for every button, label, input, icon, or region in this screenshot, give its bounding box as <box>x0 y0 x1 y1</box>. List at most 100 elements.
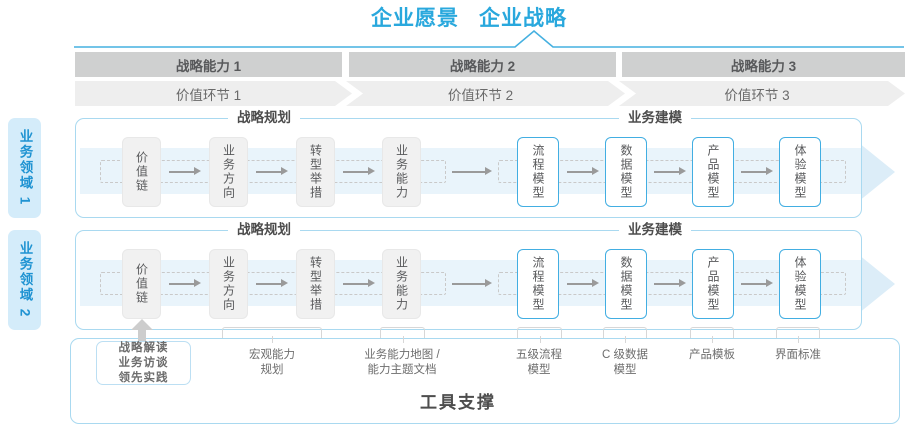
step-box-r2-2[interactable]: 业务方向 <box>209 249 248 319</box>
step-box-r1-7[interactable]: 产品模型 <box>692 137 734 207</box>
flow-arrow-r2-3 <box>343 279 375 288</box>
bracket-5 <box>690 327 734 343</box>
flow-arrow-r1-1 <box>169 167 201 176</box>
bracket-4 <box>603 327 647 343</box>
domain-tab-label-1: 业务领域 1 <box>17 129 33 207</box>
tool-support-panel <box>70 338 900 424</box>
step-label-r1-5: 流程模型 <box>531 144 545 200</box>
tool-box-strategy[interactable]: 战略解读 业务访谈 领先实践 <box>96 341 191 385</box>
bracket-1 <box>222 327 322 343</box>
bracket-2 <box>380 327 425 343</box>
step-label-r1-7: 产品模型 <box>706 144 720 200</box>
tool-box-line-3: 领先实践 <box>118 371 169 384</box>
value-link-bar-2: 价值环节 2 <box>346 81 625 106</box>
step-label-r1-8: 体验模型 <box>793 144 807 200</box>
step-box-r2-3[interactable]: 转型举措 <box>296 249 335 319</box>
domain-tab-1[interactable]: 业务领域 1 <box>8 118 41 218</box>
flow-arrow-r1-5 <box>567 167 599 176</box>
domain-tab-label-2: 业务领域 2 <box>17 241 33 319</box>
tool-label-4-line1: C 级数据 <box>602 349 648 361</box>
tool-label-5-line1: 产品模板 <box>689 349 735 361</box>
step-label-r1-3: 转型举措 <box>308 144 323 200</box>
dashed-track-1a <box>100 160 446 183</box>
step-box-r2-8[interactable]: 体验模型 <box>779 249 821 319</box>
step-box-r1-5[interactable]: 流程模型 <box>517 137 559 207</box>
tool-box-line-1: 战略解读 <box>118 341 169 354</box>
value-link-label-2: 价值环节 2 <box>447 87 514 103</box>
step-label-r2-7: 产品模型 <box>706 256 720 312</box>
tool-label-3: 五级流程 模型 <box>489 348 589 378</box>
tool-label-3-line2: 模型 <box>527 364 551 376</box>
step-label-r2-1: 价值链 <box>134 263 149 305</box>
capability-label-1: 战略能力 1 <box>175 58 242 74</box>
flow-arrow-r1-2 <box>256 167 288 176</box>
tool-label-4-line2: 模型 <box>613 364 637 376</box>
flow-arrow-r2-2 <box>256 279 288 288</box>
tool-support-title: 工具支撑 <box>420 393 496 412</box>
value-link-bar-1: 价值环节 1 <box>75 81 352 106</box>
tool-label-3-line1: 五级流程 <box>516 349 562 361</box>
step-box-r1-6[interactable]: 数据模型 <box>605 137 647 207</box>
value-link-bar-3: 价值环节 3 <box>619 81 905 106</box>
capability-bar-2: 战略能力 2 <box>349 52 616 77</box>
tool-label-2-line2: 能力主题文档 <box>367 364 437 376</box>
tool-label-2: 业务能力地图 / 能力主题文档 <box>342 348 462 378</box>
step-label-r1-6: 数据模型 <box>619 144 633 200</box>
group-label-modeling-2: 业务建模 <box>619 223 691 237</box>
bracket-6 <box>776 327 820 343</box>
step-label-r2-2: 业务方向 <box>221 256 236 312</box>
step-box-r1-8[interactable]: 体验模型 <box>779 137 821 207</box>
step-label-r1-1: 价值链 <box>134 151 149 193</box>
step-box-r2-5[interactable]: 流程模型 <box>517 249 559 319</box>
step-box-r2-4[interactable]: 业务能力 <box>382 249 421 319</box>
vision-connector-line <box>74 29 904 48</box>
tool-label-5: 产品模板 <box>662 348 762 363</box>
flow-arrow-r2-1 <box>169 279 201 288</box>
flow-arrow-r2-6 <box>654 279 686 288</box>
flow-arrow-r2-5 <box>567 279 599 288</box>
flow-arrow-r2-7 <box>741 279 773 288</box>
step-label-r2-5: 流程模型 <box>531 256 545 312</box>
step-box-r2-1[interactable]: 价值链 <box>122 249 161 319</box>
dashed-track-2b <box>498 272 846 295</box>
step-label-r2-4: 业务能力 <box>394 256 409 312</box>
capability-label-2: 战略能力 2 <box>449 58 516 74</box>
flow-arrow-r1-4 <box>452 167 492 176</box>
value-link-label-3: 价值环节 3 <box>724 87 790 103</box>
tool-label-4: C 级数据 模型 <box>575 348 675 378</box>
step-label-r2-3: 转型举措 <box>308 256 323 312</box>
capability-label-3: 战略能力 3 <box>730 58 797 74</box>
step-box-r1-4[interactable]: 业务能力 <box>382 137 421 207</box>
step-box-r1-1[interactable]: 价值链 <box>122 137 161 207</box>
dashed-track-2a <box>100 272 446 295</box>
tool-label-1-line2: 规划 <box>260 364 284 376</box>
step-box-r2-7[interactable]: 产品模型 <box>692 249 734 319</box>
domain-tab-2[interactable]: 业务领域 2 <box>8 230 41 330</box>
step-label-r1-4: 业务能力 <box>394 144 409 200</box>
step-label-r2-8: 体验模型 <box>793 256 807 312</box>
bracket-3 <box>517 327 562 343</box>
tool-label-1-line1: 宏观能力 <box>249 349 295 361</box>
tool-label-1: 宏观能力 规划 <box>212 348 332 378</box>
tool-box-line-2: 业务访谈 <box>118 356 169 369</box>
tool-label-6-line1: 界面标准 <box>775 349 821 361</box>
flow-arrow-r1-7 <box>741 167 773 176</box>
flow-arrow-r2-4 <box>452 279 492 288</box>
dashed-track-1b <box>498 160 846 183</box>
flow-arrow-r1-3 <box>343 167 375 176</box>
capability-bar-3: 战略能力 3 <box>622 52 905 77</box>
group-label-planning-1: 战略规划 <box>228 111 300 125</box>
title-enterprise-vision: 企业愿景 <box>371 7 459 30</box>
group-label-planning-2: 战略规划 <box>228 223 300 237</box>
capability-bar-1: 战略能力 1 <box>75 52 342 77</box>
value-link-label-1: 价值环节 1 <box>175 87 242 103</box>
step-box-r1-2[interactable]: 业务方向 <box>209 137 248 207</box>
tool-label-2-line1: 业务能力地图 / <box>364 349 440 361</box>
flow-arrow-r1-6 <box>654 167 686 176</box>
tool-label-6: 界面标准 <box>748 348 848 363</box>
up-arrow-icon <box>131 319 153 345</box>
step-box-r1-3[interactable]: 转型举措 <box>296 137 335 207</box>
step-box-r2-6[interactable]: 数据模型 <box>605 249 647 319</box>
title-enterprise-strategy: 企业战略 <box>479 7 567 30</box>
